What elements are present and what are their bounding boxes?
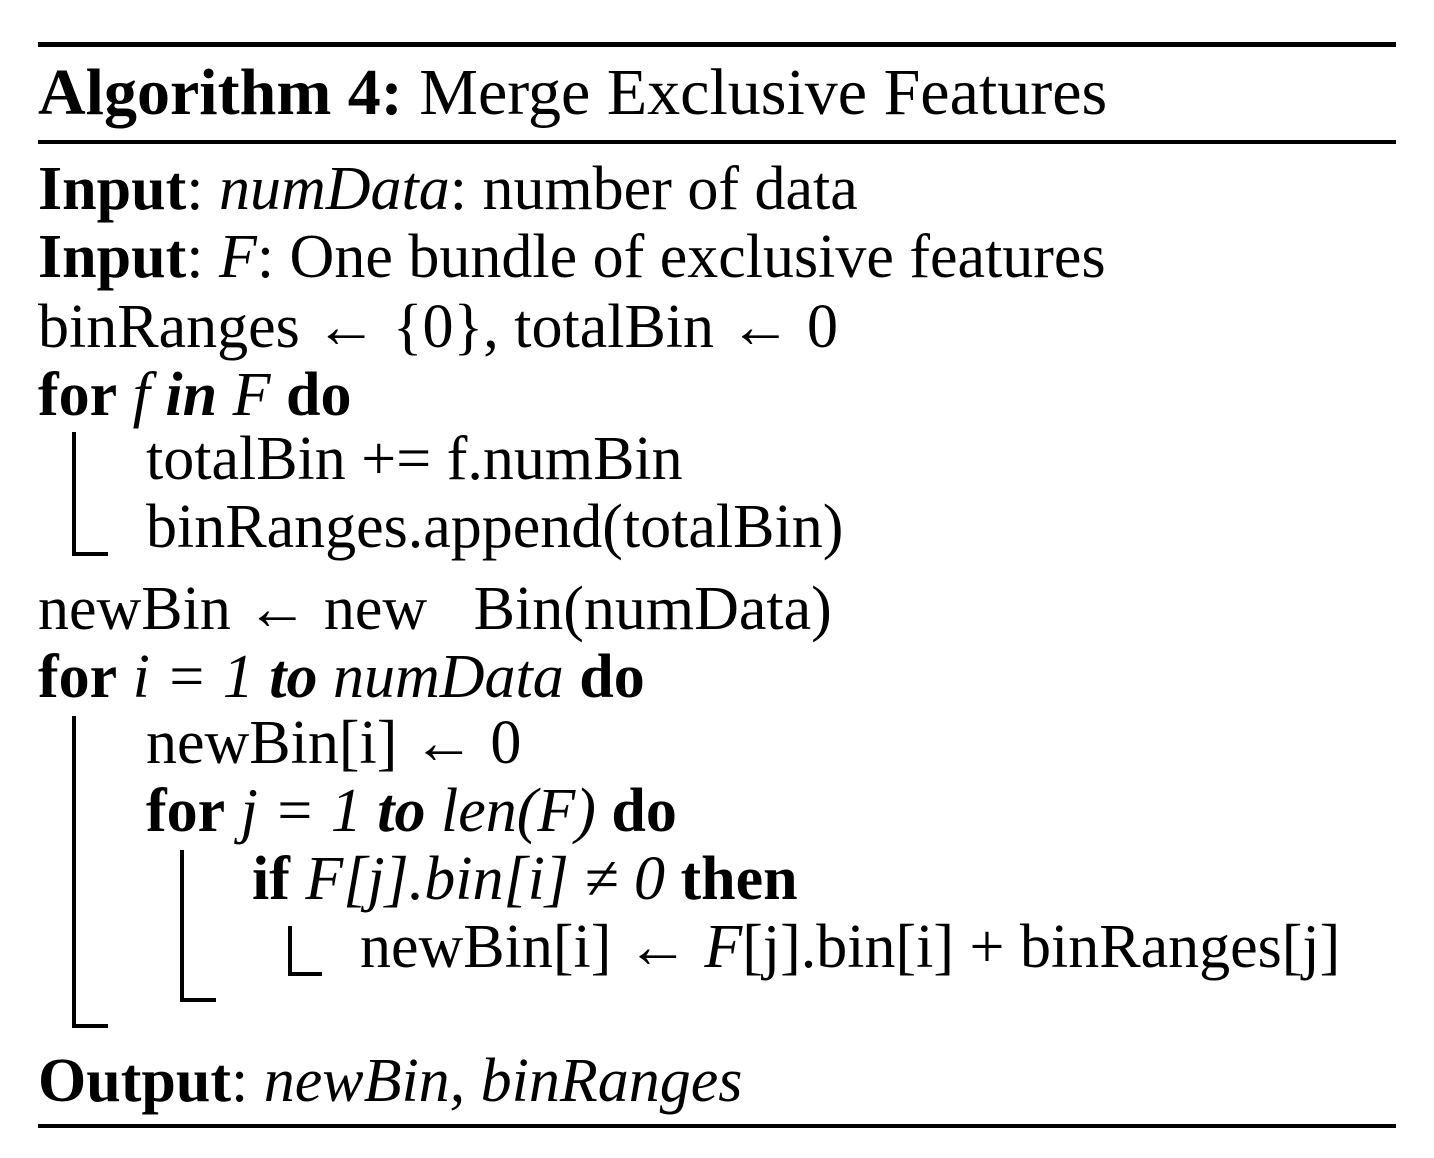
algorithm-title: Merge Exclusive Features bbox=[419, 56, 1108, 129]
input-line-2: Input: F: One bundle of exclusive featur… bbox=[38, 223, 1106, 291]
if-condition: F[j].bin[i] ≠ 0 bbox=[305, 845, 665, 913]
for-loop-2-body-line-1: newBin[i] ← 0 bbox=[146, 709, 522, 777]
for-loop-3-header: for j = 1 to len(F) do bbox=[146, 780, 677, 842]
input-keyword: Input bbox=[38, 223, 187, 291]
input-variable: numData bbox=[218, 155, 450, 223]
loop-set: F bbox=[232, 361, 271, 429]
loop-limit: numData bbox=[332, 643, 564, 711]
loop-expression: j = 1 bbox=[240, 777, 362, 845]
bottom-rule bbox=[38, 1124, 1396, 1128]
init-line: binRanges ← {0}, totalBin ← 0 bbox=[38, 293, 839, 361]
output-variables: newBin, binRanges bbox=[263, 1047, 743, 1115]
input-keyword: Input bbox=[38, 155, 187, 223]
input-description: : One bundle of exclusive features bbox=[256, 223, 1106, 291]
block-bracket-if-foot bbox=[288, 972, 322, 976]
block-bracket-3-foot bbox=[180, 998, 216, 1002]
keyword-if: if bbox=[252, 845, 290, 913]
input-description: : number of data bbox=[449, 155, 858, 223]
for-loop-1-body-line-1: totalBin += f.numBin bbox=[146, 425, 683, 493]
loop-expression: i = 1 bbox=[132, 643, 254, 711]
keyword-then: then bbox=[680, 845, 798, 913]
for-loop-1-body-line-2: binRanges.append(totalBin) bbox=[146, 493, 844, 561]
keyword-for: for bbox=[146, 777, 226, 845]
newbin-line: newBin ← new Bin(numData) bbox=[38, 575, 832, 643]
keyword-to: to bbox=[377, 777, 426, 845]
output-line: Output: newBin, binRanges bbox=[38, 1050, 742, 1112]
keyword-do: do bbox=[611, 777, 677, 845]
algorithm-label: Algorithm 4: bbox=[38, 56, 403, 129]
keyword-for: for bbox=[38, 643, 118, 711]
if-body-line: newBin[i] ← F[j].bin[i] + binRanges[j] bbox=[360, 916, 1340, 978]
bundle-variable: F bbox=[704, 913, 743, 981]
output-separator: : bbox=[230, 1047, 264, 1115]
caption-rule bbox=[38, 140, 1396, 144]
keyword-do: do bbox=[579, 643, 645, 711]
input-line-1: Input: numData: number of data bbox=[38, 155, 858, 223]
for-loop-1-header: for f in F do bbox=[38, 364, 351, 426]
block-bracket-1 bbox=[72, 432, 76, 556]
keyword-do: do bbox=[286, 361, 352, 429]
block-bracket-3 bbox=[180, 850, 184, 1002]
block-bracket-1-foot bbox=[72, 552, 108, 556]
input-variable: F bbox=[218, 223, 257, 291]
block-bracket-2-foot bbox=[72, 1024, 108, 1028]
algorithm-caption: Algorithm 4: Merge Exclusive Features bbox=[38, 60, 1107, 126]
keyword-to: to bbox=[269, 643, 318, 711]
assignment-target: newBin[i] ← bbox=[360, 913, 705, 981]
output-keyword: Output bbox=[38, 1047, 231, 1115]
loop-limit: len(F) bbox=[440, 777, 596, 845]
for-loop-2-header: for i = 1 to numData do bbox=[38, 646, 645, 708]
keyword-for: for bbox=[38, 361, 118, 429]
if-header: if F[j].bin[i] ≠ 0 then bbox=[252, 848, 798, 910]
block-bracket-2 bbox=[72, 716, 76, 1028]
loop-variable: f bbox=[132, 361, 150, 429]
top-rule bbox=[38, 42, 1396, 47]
keyword-in: in bbox=[165, 361, 218, 429]
assignment-expression: [j].bin[i] + binRanges[j] bbox=[742, 913, 1341, 981]
block-bracket-if bbox=[288, 926, 292, 976]
